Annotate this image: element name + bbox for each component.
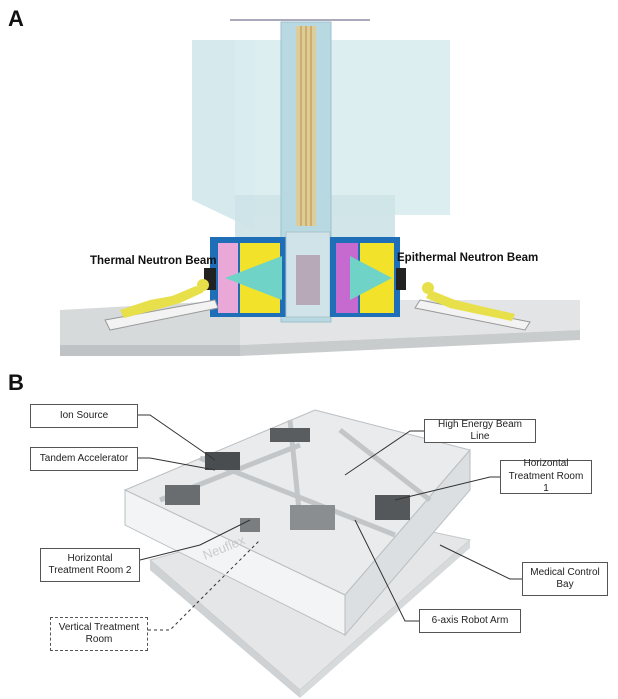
callout-medical-control-line2: Bay xyxy=(556,579,574,590)
lower-floor xyxy=(148,509,472,691)
callout-ion-source-text: Ion Source xyxy=(59,409,109,421)
panel-letter-a: A xyxy=(8,6,24,31)
thermal-beam-cone xyxy=(225,256,282,300)
callout-vertical-room-line2: Room xyxy=(85,634,113,645)
reactor-illustration xyxy=(60,19,580,356)
patient-right xyxy=(414,282,531,331)
callout-horizontal-room-2-line2: Treatment Room 2 xyxy=(48,565,132,576)
callout-tandem-accelerator-text: Tandem Accelerator xyxy=(39,452,129,464)
building-floor xyxy=(123,409,471,596)
callout-horizontal-room-2-line1: Horizontal xyxy=(67,552,113,564)
callout-tandem-accelerator: Tandem Accelerator xyxy=(30,447,138,471)
callout-medical-control-bay: Medical Control Bay xyxy=(522,562,608,596)
callout-ion-source: Ion Source xyxy=(30,404,138,428)
callout-horizontal-room-2: Horizontal Treatment Room 2 xyxy=(40,548,140,582)
epithermal-beam-cone xyxy=(350,256,392,300)
callout-horizontal-room-1-line1: Horizontal xyxy=(523,458,569,470)
callout-medical-control-line1: Medical Control xyxy=(530,566,600,578)
epithermal-beam-label: Epithermal Neutron Beam xyxy=(397,252,539,264)
patient-left xyxy=(104,279,219,331)
glass-housing xyxy=(235,40,450,215)
callout-vertical-room-line1: Vertical Treatment xyxy=(58,621,140,633)
building-wall-side xyxy=(344,448,471,637)
callout-vertical-room: Vertical Treatment Room xyxy=(50,617,148,651)
callout-high-energy-beam-line: High Energy Beam Line xyxy=(424,419,536,443)
callout-horizontal-room-1-line2: Treatment Room 1 xyxy=(508,470,584,495)
building-wall-front xyxy=(124,489,346,636)
panel-letter-b: B xyxy=(8,370,24,395)
floor-logo: Neuflex xyxy=(201,532,248,563)
callout-horizontal-room-1: Horizontal Treatment Room 1 xyxy=(500,458,592,495)
callout-high-energy-beam-line-text: High Energy Beam Line xyxy=(438,418,522,443)
callout-robot-arm-text: 6-axis Robot Arm xyxy=(431,614,509,626)
callout-robot-arm: 6-axis Robot Arm xyxy=(419,609,521,633)
thermal-beam-label: Thermal Neutron Beam xyxy=(90,255,217,267)
